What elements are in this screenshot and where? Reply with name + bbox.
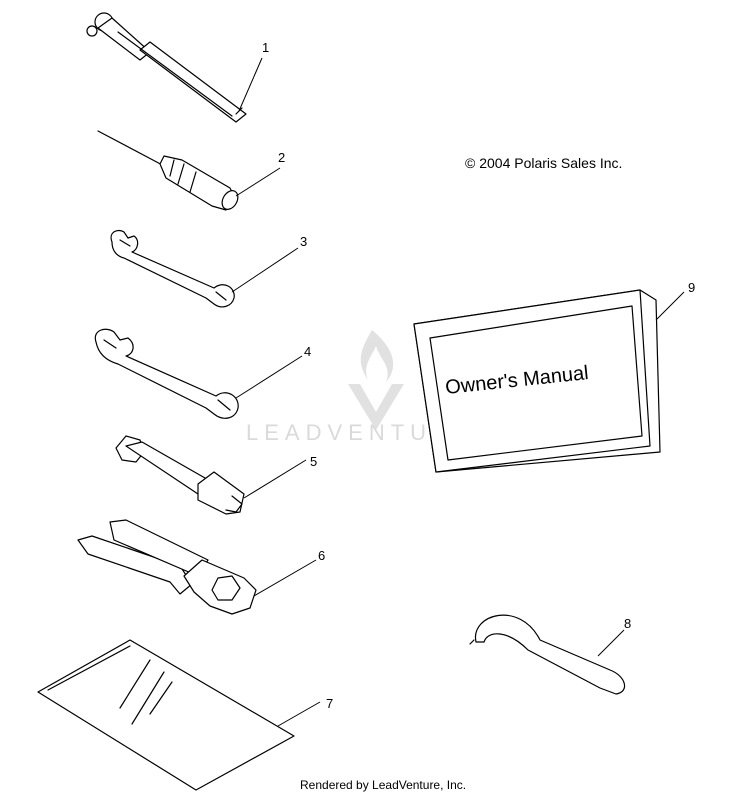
small-wrench <box>110 229 235 308</box>
callout-1: 1 <box>262 40 269 55</box>
callout-4: 4 <box>304 344 311 359</box>
callout-7: 7 <box>326 696 333 711</box>
watermark-flame-icon <box>360 330 394 382</box>
callout-9: 9 <box>688 280 695 295</box>
tire-pressure-gauge <box>86 12 247 123</box>
large-wrench <box>94 328 239 419</box>
spanner-wrench <box>469 614 626 695</box>
callout-8: 8 <box>624 616 631 631</box>
watermark-v-icon <box>348 384 404 430</box>
tool-bag <box>37 639 295 791</box>
callout-6: 6 <box>318 548 325 563</box>
owners-manual: Owner's Manual <box>413 289 661 473</box>
callout-3: 3 <box>300 234 307 249</box>
copyright-text: © 2004 Polaris Sales Inc. <box>465 155 622 171</box>
spark-plug-socket <box>115 435 245 515</box>
callout-5: 5 <box>310 454 317 469</box>
screwdriver <box>97 130 239 211</box>
tool-bracket <box>77 519 257 615</box>
footer-text: Rendered by LeadVenture, Inc. <box>300 778 466 792</box>
callout-2: 2 <box>278 150 285 165</box>
